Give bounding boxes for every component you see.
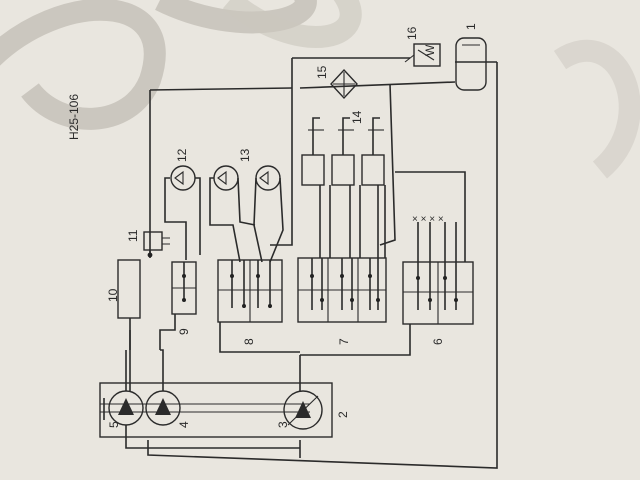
label-8: 8	[242, 338, 256, 345]
label-1: 1	[464, 23, 478, 30]
label-6: 6	[431, 338, 445, 345]
pump-group	[99, 314, 333, 449]
motor-12	[164, 165, 201, 260]
label-16: 16	[405, 26, 419, 40]
label-5: 5	[107, 421, 121, 428]
valve-16: W	[404, 43, 441, 67]
valve-bank-7	[297, 257, 387, 323]
filter-15	[330, 68, 358, 100]
label-13: 13	[238, 148, 252, 162]
reservoir-1	[455, 37, 487, 91]
label-4: 4	[177, 421, 191, 428]
label-9: 9	[177, 328, 191, 335]
plug-marks: × × × ×	[412, 214, 444, 225]
valve-bank-8	[217, 259, 300, 353]
valve-letter: W	[423, 44, 437, 56]
motor-13	[209, 165, 284, 263]
label-2: 2	[336, 411, 350, 418]
shadow-arcs	[0, 0, 640, 179]
label-11: 11	[126, 229, 140, 242]
valve-bank-9	[171, 261, 197, 315]
label-3: 3	[276, 421, 290, 428]
label-10: 10	[106, 288, 120, 302]
label-12: 12	[175, 148, 189, 162]
component-labels: 1 2 3 4 5 6 7 8 9 10 11 12 13 14 15 16	[106, 23, 478, 428]
relief-valve-11	[143, 231, 170, 258]
label-14: 14	[350, 110, 364, 124]
label-15: 15	[315, 65, 329, 79]
label-7: 7	[337, 338, 351, 345]
valve-bank-6: × × × ×	[300, 214, 474, 356]
cylinders-14	[301, 117, 386, 258]
diagram-code: H25-106	[67, 94, 81, 140]
